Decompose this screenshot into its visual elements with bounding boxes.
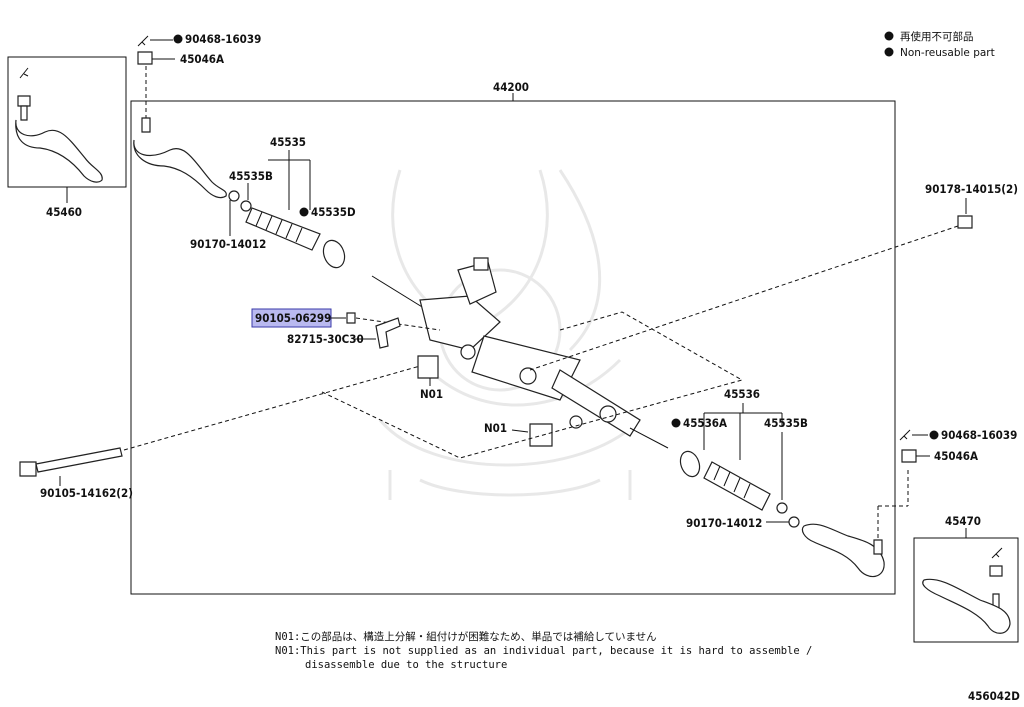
diagram-code: 456042D xyxy=(968,689,1020,703)
bracket-icon xyxy=(375,317,401,349)
label-45535d[interactable]: 45535D xyxy=(311,205,356,219)
non-reusable-dot xyxy=(929,430,939,440)
cotter-pin-icon-top xyxy=(137,35,149,47)
label-90170-tl[interactable]: 90170-14012 xyxy=(190,237,266,251)
watermark-logo xyxy=(378,169,642,500)
label-45046a-br[interactable]: 45046A xyxy=(934,449,978,463)
tie-rod-end-left-part xyxy=(133,117,227,199)
label-90105-06299[interactable]: 90105-06299 xyxy=(255,311,331,325)
lock-nut-icon-right xyxy=(788,516,800,528)
tie-rod-end-right-icon xyxy=(922,547,1011,634)
non-reusable-dot xyxy=(173,34,183,44)
tie-rod-end-right-part xyxy=(801,523,885,578)
assembly-label[interactable]: 44200 xyxy=(493,80,529,94)
label-45535[interactable]: 45535 xyxy=(270,135,306,149)
note-en-line1: N01:This part is not supplied as an indi… xyxy=(275,645,812,657)
castle-nut-icon-bottom xyxy=(901,449,917,463)
castle-nut-icon-top xyxy=(137,51,153,65)
tie-rod-end-left-icon xyxy=(15,67,103,183)
label-45536a[interactable]: 45536A xyxy=(683,416,727,430)
note-jp: N01:この部品は、構造上分解・組付けが困難なため、単品では補給していません xyxy=(275,630,657,643)
tie-rod-end-left-box xyxy=(7,56,127,188)
steering-rack-icon xyxy=(371,257,669,449)
label-90468-br[interactable]: 90468-16039 xyxy=(941,428,1017,442)
clip-icon xyxy=(240,200,252,212)
label-90170-br[interactable]: 90170-14012 xyxy=(686,516,762,530)
boot-left-icon xyxy=(245,207,346,269)
label-82715[interactable]: 82715-30C30 xyxy=(287,332,364,346)
bushing-icon-a xyxy=(417,355,439,379)
label-90105-14162[interactable]: 90105-14162(2) xyxy=(40,486,133,500)
label-45535b-bot[interactable]: 45535B xyxy=(764,416,808,430)
non-reusable-dot xyxy=(299,207,309,217)
legend-dot-en xyxy=(884,47,894,57)
tie-rod-end-right-box xyxy=(913,537,1019,643)
legend-dot-jp xyxy=(884,31,894,41)
non-reusable-dot xyxy=(671,418,681,428)
label-45536[interactable]: 45536 xyxy=(724,387,760,401)
legend-jp: 再使用不可部品 xyxy=(900,30,974,43)
legend-en: Non-reusable part xyxy=(900,47,995,59)
small-bolt-icon xyxy=(346,312,356,324)
label-45470[interactable]: 45470 xyxy=(945,514,981,528)
boot-right-icon xyxy=(679,450,788,514)
label-45460[interactable]: 45460 xyxy=(46,205,82,219)
bushing-icon-b xyxy=(529,423,553,447)
label-90178[interactable]: 90178-14015(2) xyxy=(925,182,1018,196)
label-45046a-tl[interactable]: 45046A xyxy=(180,52,224,66)
label-90468-tl[interactable]: 90468-16039 xyxy=(185,32,261,46)
long-bolt-icon xyxy=(19,447,123,477)
note-en-line2: disassemble due to the structure xyxy=(305,659,507,671)
label-n01-b[interactable]: N01 xyxy=(484,421,507,435)
label-n01-a[interactable]: N01 xyxy=(420,387,443,401)
hex-nut-icon xyxy=(957,215,973,229)
lock-nut-icon xyxy=(228,190,240,202)
label-45535b-top[interactable]: 45535B xyxy=(229,169,273,183)
cotter-pin-icon-bottom xyxy=(899,429,911,441)
